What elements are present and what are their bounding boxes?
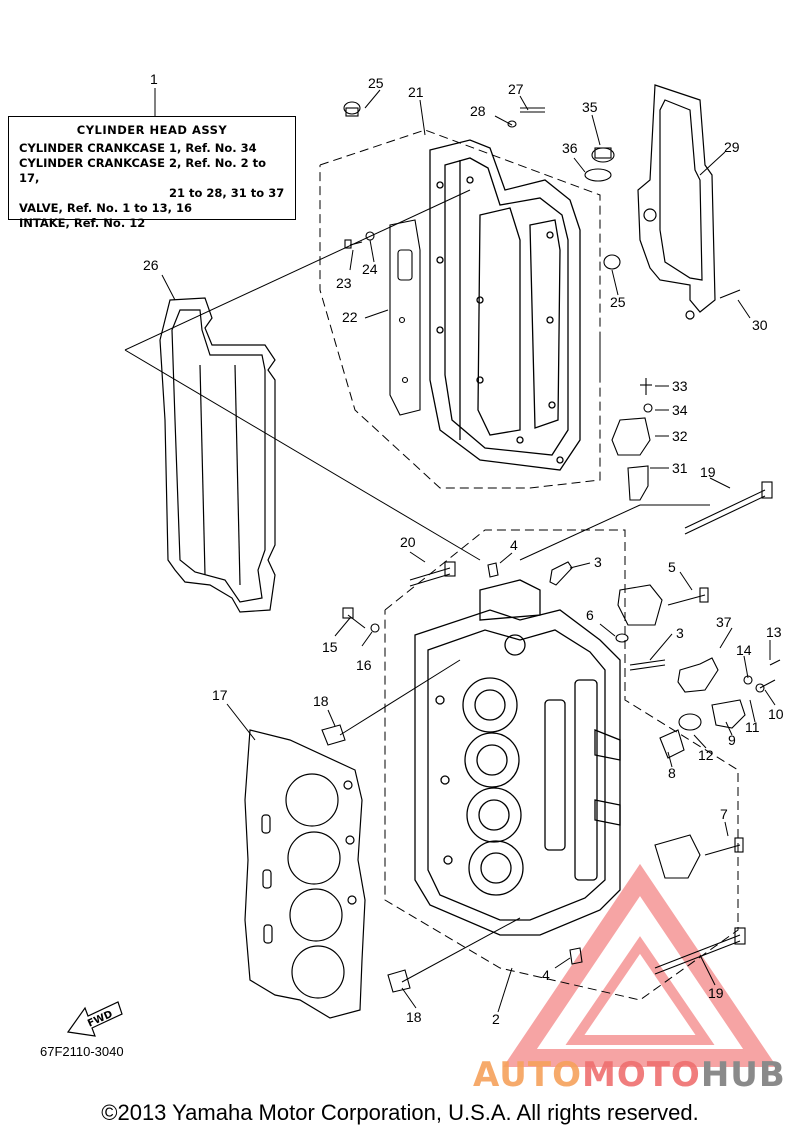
part-gasket-26 — [159, 297, 276, 613]
watermark-part-2: MOTO — [581, 1055, 701, 1095]
group-outline-cover — [319, 129, 601, 489]
legend-line-4: VALVE, Ref. No. 1 to 13, 16 — [19, 201, 192, 215]
ref-31: 31 — [672, 460, 688, 476]
ref-4a: 4 — [510, 537, 518, 553]
ref-13: 13 — [766, 624, 782, 640]
ref-19a: 19 — [700, 464, 716, 480]
ref-28: 28 — [470, 103, 486, 119]
ref-9: 9 — [728, 732, 736, 748]
assembly-legend: CYLINDER HEAD ASSY CYLINDER CRANKCASE 1,… — [8, 116, 296, 230]
ref-35: 35 — [582, 99, 598, 115]
fasteners-lower — [321, 481, 781, 993]
ref-15: 15 — [322, 639, 338, 655]
ref-5: 5 — [668, 559, 676, 575]
watermark-text: AUTOMOTOHUB — [473, 1055, 786, 1095]
ref-7: 7 — [720, 806, 728, 822]
ref-14: 14 — [736, 642, 752, 658]
ref-4b: 4 — [542, 967, 550, 983]
fasteners-upper — [343, 101, 741, 501]
part-bracket-29 — [637, 84, 716, 320]
part-cylinder-head-2 — [414, 579, 621, 936]
ref-24: 24 — [362, 261, 378, 277]
legend-line-2: CYLINDER CRANKCASE 2, Ref. No. 2 to 17, — [19, 156, 267, 185]
legend-line-5: INTAKE, Ref. No. 12 — [19, 216, 146, 230]
ref-21: 21 — [408, 84, 424, 100]
ref-27: 27 — [508, 81, 524, 97]
diagram-code: 67F2110-3040 — [40, 1044, 124, 1059]
part-head-cover-21 — [429, 139, 581, 471]
ref-32: 32 — [672, 428, 688, 444]
legend-line-3: 21 to 28, 31 to 37 — [169, 186, 285, 200]
ref-18b: 18 — [406, 1009, 422, 1025]
ref-6: 6 — [586, 607, 594, 623]
watermark-logo — [503, 863, 777, 1067]
ref-37: 37 — [716, 614, 732, 630]
ref-22: 22 — [342, 309, 358, 325]
ref-labels: 1 25 21 27 28 35 36 29 26 24 23 25 22 30… — [143, 71, 784, 1027]
ref-23: 23 — [336, 275, 352, 291]
ref-30: 30 — [752, 317, 768, 333]
legend-title: CYLINDER HEAD ASSY — [76, 123, 228, 137]
ref-11: 11 — [745, 719, 760, 735]
ref-8: 8 — [668, 765, 676, 781]
ref-26: 26 — [143, 257, 159, 273]
ref-29: 29 — [724, 139, 740, 155]
watermark-part-1: AUTO — [473, 1055, 582, 1095]
group-outline-head — [384, 529, 739, 1001]
ref-33: 33 — [672, 378, 688, 394]
ref-16: 16 — [356, 657, 372, 673]
ref-17: 17 — [212, 687, 228, 703]
ref-3a: 3 — [594, 554, 602, 570]
ref-1: 1 — [150, 71, 158, 87]
ref-12: 12 — [698, 747, 714, 763]
ref-25a: 25 — [368, 75, 384, 91]
ref-25b: 25 — [610, 294, 626, 310]
ref-3b: 3 — [676, 625, 684, 641]
ref-19b: 19 — [708, 985, 724, 1001]
fwd-arrow: FWD — [66, 1001, 123, 1037]
ref-34: 34 — [672, 402, 688, 418]
ref-20: 20 — [400, 534, 416, 550]
watermark-part-3: HUB — [700, 1055, 786, 1095]
ref-2: 2 — [492, 1011, 500, 1027]
ref-18a: 18 — [313, 693, 329, 709]
leader-lines — [124, 88, 776, 1013]
part-plate-22 — [389, 219, 421, 416]
ref-10: 10 — [768, 706, 784, 722]
legend-line-1: CYLINDER CRANKCASE 1, Ref. No. 34 — [19, 141, 257, 155]
copyright-notice: ©2013 Yamaha Motor Corporation, U.S.A. A… — [101, 1100, 699, 1125]
ref-36: 36 — [562, 140, 578, 156]
part-head-gasket-17 — [244, 729, 366, 1019]
